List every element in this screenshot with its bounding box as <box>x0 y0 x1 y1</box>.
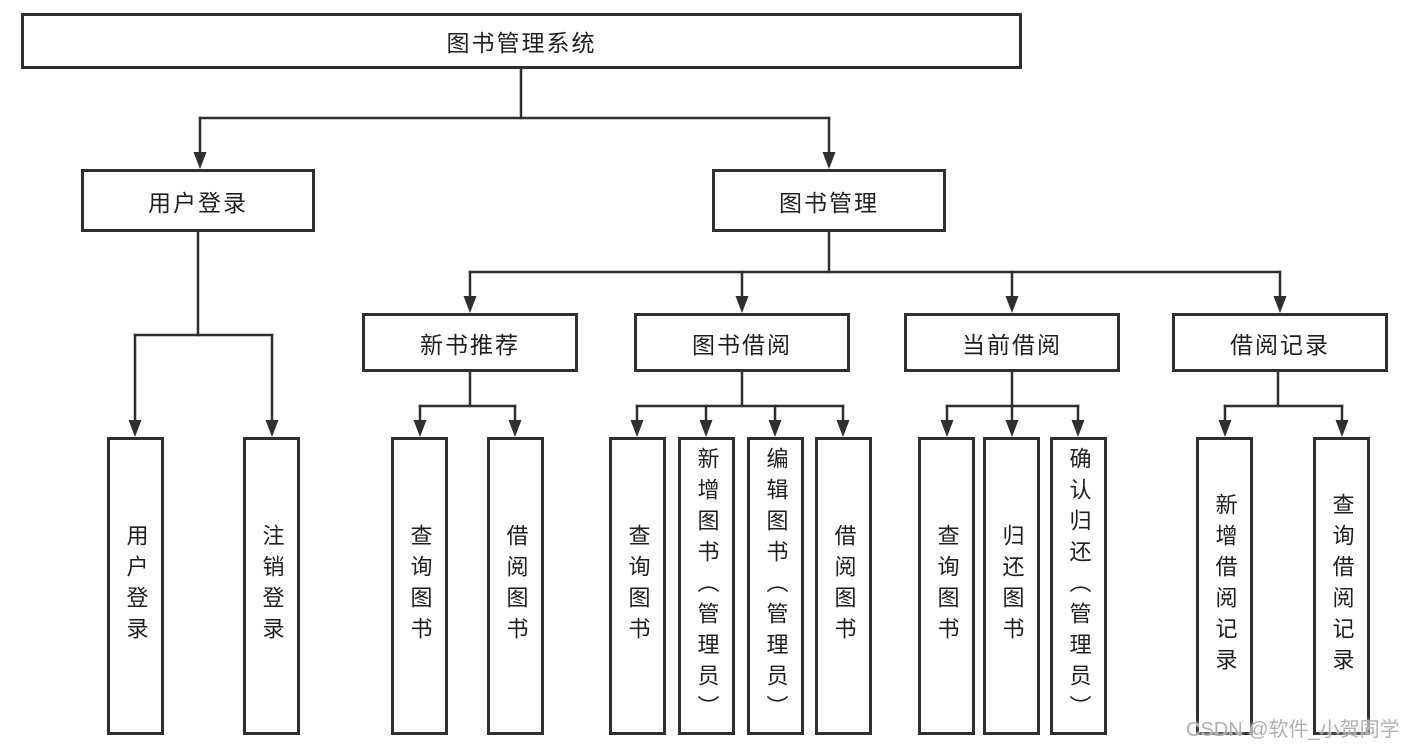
node-label: 借阅记录 <box>1230 331 1330 358</box>
leaf-query-books: 查询图书 <box>391 437 448 735</box>
node-label: 当前借阅 <box>962 331 1062 358</box>
node-label: 注销登录 <box>259 524 285 648</box>
node-label: 图书管理 <box>779 189 879 216</box>
node-label: 确认归还（管理员） <box>1066 446 1092 726</box>
leaf-edit-book-admin: 编辑图书（管理员） <box>747 437 804 735</box>
node-label: 新书推荐 <box>420 331 520 358</box>
node-label: 归还图书 <box>999 524 1025 648</box>
leaf-borrow-books: 借阅图书 <box>487 437 544 735</box>
node-new-book-recommend: 新书推荐 <box>362 313 578 372</box>
node-label: 查询图书 <box>934 524 960 648</box>
node-label: 用户登录 <box>148 189 248 216</box>
node-label: 图书借阅 <box>692 331 792 358</box>
node-label: 新增图书（管理员） <box>694 446 720 726</box>
leaf-return-books: 归还图书 <box>983 437 1040 735</box>
node-current-borrowing: 当前借阅 <box>904 313 1120 372</box>
node-label: 查询图书 <box>407 524 433 648</box>
node-book-management: 图书管理 <box>712 169 946 232</box>
node-label: 借阅图书 <box>503 524 529 648</box>
leaf-query-books: 查询图书 <box>918 437 975 735</box>
node-book-borrowing: 图书借阅 <box>634 313 850 372</box>
leaf-query-borrow-record: 查询借阅记录 <box>1313 437 1370 735</box>
leaf-query-books: 查询图书 <box>609 437 666 735</box>
csdn-watermark: CSDN @软件_小贺同学 <box>1186 719 1400 741</box>
leaf-logout: 注销登录 <box>243 437 300 735</box>
node-borrowing-records: 借阅记录 <box>1172 313 1388 372</box>
node-label: 查询图书 <box>625 524 651 648</box>
node-label: 用户登录 <box>123 524 149 648</box>
leaf-confirm-return-admin: 确认归还（管理员） <box>1050 437 1107 735</box>
leaf-borrow-books: 借阅图书 <box>815 437 872 735</box>
node-user-login: 用户登录 <box>81 169 315 232</box>
leaf-add-book-admin: 新增图书（管理员） <box>678 437 735 735</box>
leaf-add-borrow-record: 新增借阅记录 <box>1196 437 1253 735</box>
leaf-user-login: 用户登录 <box>107 437 164 735</box>
node-label: 新增借阅记录 <box>1212 493 1238 679</box>
node-label: 借阅图书 <box>831 524 857 648</box>
node-root-system: 图书管理系统 <box>21 13 1022 69</box>
node-label: 查询借阅记录 <box>1329 493 1355 679</box>
node-label: 图书管理系统 <box>446 30 597 56</box>
node-label: 编辑图书（管理员） <box>763 446 789 726</box>
